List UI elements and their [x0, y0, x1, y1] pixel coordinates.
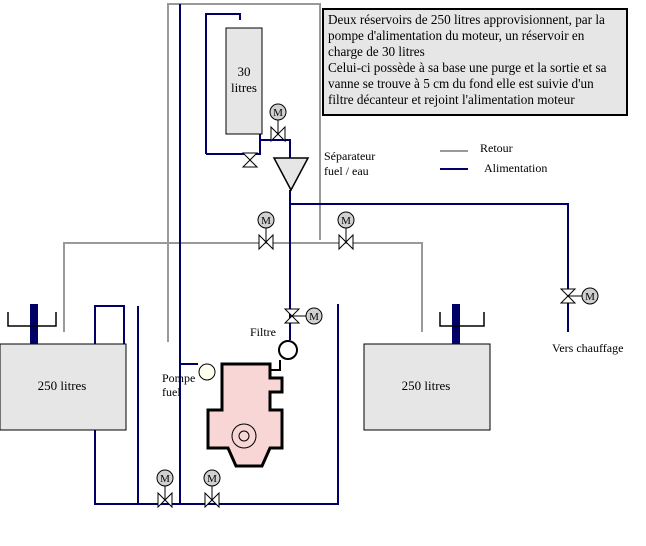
valve-bottom-right: M [203, 469, 221, 509]
separator-funnel [272, 157, 310, 192]
tank-left-250 [0, 343, 127, 431]
separator-label-2: fuel / eau [324, 164, 369, 178]
tank-right-label: 250 litres [402, 378, 451, 393]
supply-right-tank-line [225, 304, 339, 505]
svg-text:M: M [273, 107, 283, 119]
valve-engine-supply: M [283, 307, 323, 325]
valve-return-left: M [257, 211, 275, 251]
pump-label-1: Pompe [162, 371, 195, 385]
description-note: Deux réservoirs de 250 litres approvisio… [322, 8, 628, 116]
supply-30l-valve-line [259, 134, 291, 162]
separator-label-1: Séparateur [324, 149, 375, 163]
supply-30l-outlet [206, 134, 261, 155]
svg-text:M: M [341, 215, 351, 227]
valve-30l-outlet: M [269, 103, 287, 143]
return-line-top-loop [167, 3, 321, 342]
note-paragraph-2: Celui-ci possède à sa base une purge et … [328, 60, 607, 107]
svg-text:M: M [309, 311, 319, 323]
tank-right-250 [363, 343, 491, 431]
valve-30l-purge [241, 152, 259, 168]
tank-left-cap [7, 304, 57, 344]
tank-right-cap [439, 304, 485, 344]
valve-return-right: M [337, 211, 355, 251]
tank-30-label-2: litres [231, 80, 257, 95]
return-lines [63, 3, 468, 342]
svg-text:M: M [207, 473, 217, 485]
supply-left-tank-feed [94, 306, 139, 505]
supply-lines [94, 4, 569, 505]
tank-30-litres [225, 27, 263, 135]
legend-return-label: Retour [480, 141, 513, 155]
heating-label: Vers chauffage [552, 341, 623, 355]
pump-label-2: fuel [162, 385, 181, 399]
filter-label: Filtre [250, 325, 276, 339]
engine-icon [206, 360, 284, 468]
valves: M M M M M M M [156, 103, 599, 509]
valve-heating: M [559, 287, 599, 305]
svg-text:M: M [585, 291, 595, 303]
supply-inner-loop [205, 13, 241, 154]
svg-text:M: M [261, 215, 271, 227]
return-line-horizontal [63, 242, 423, 332]
fuel-pump-icon [198, 363, 216, 381]
supply-heating-line [290, 203, 569, 332]
svg-text:M: M [160, 473, 170, 485]
legend-supply-label: Alimentation [484, 161, 547, 175]
valve-bottom-left: M [156, 469, 174, 509]
tank-30-label-1: 30 [238, 64, 251, 79]
tank-left-label: 250 litres [38, 378, 87, 393]
note-paragraph-1: Deux réservoirs de 250 litres approvisio… [328, 12, 605, 59]
filter-icon [278, 340, 298, 360]
